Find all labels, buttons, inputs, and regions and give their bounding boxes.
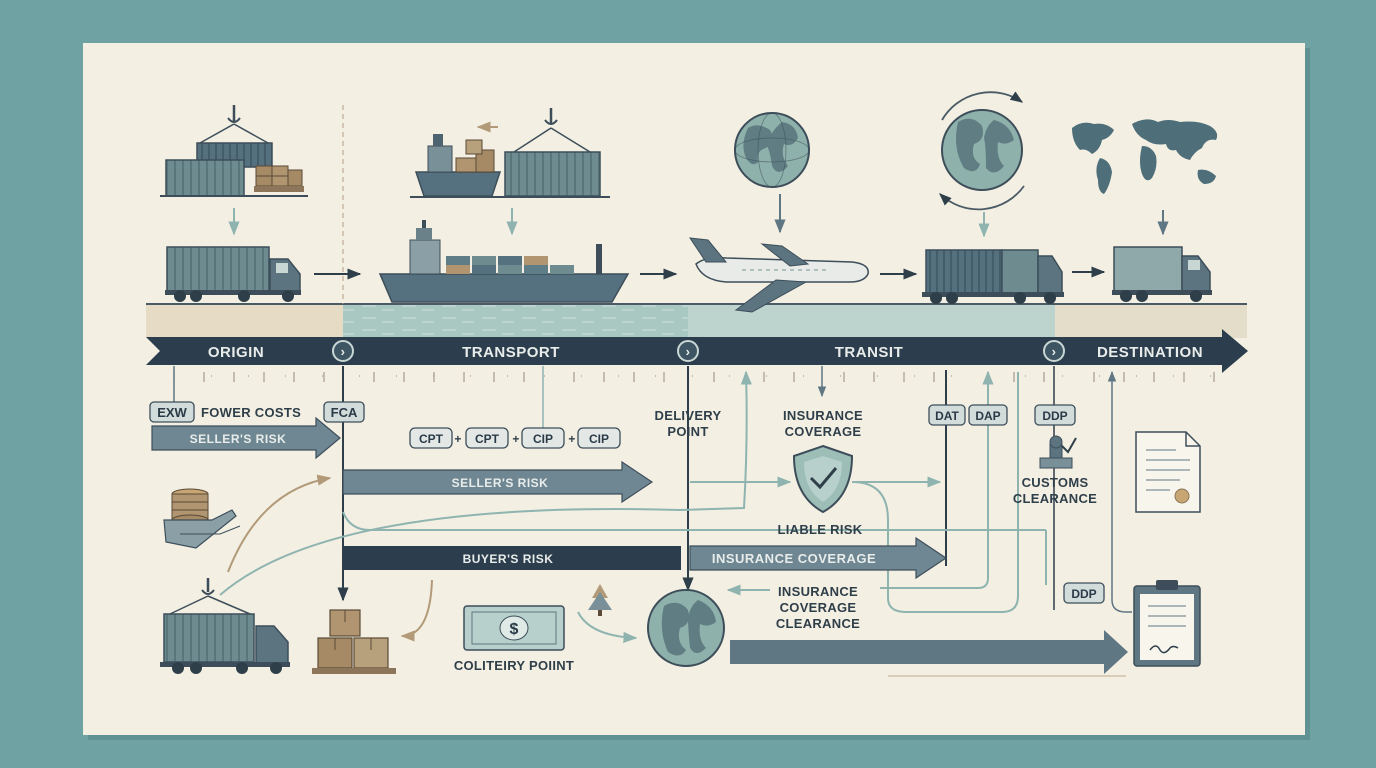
stage-transport: TRANSPORT xyxy=(462,344,560,361)
label-delivery: DELIVERY xyxy=(655,408,722,423)
svg-text:›: › xyxy=(341,344,346,359)
plus-3: + xyxy=(568,432,575,446)
svg-text:DDP: DDP xyxy=(1042,409,1067,423)
curve-boxes-banknote xyxy=(400,579,433,642)
sellers-risk-mid-bar: SELLER'S RISK xyxy=(342,460,654,504)
container-crane-icon xyxy=(160,105,308,197)
plus-2: + xyxy=(512,432,519,446)
plus-1: + xyxy=(454,432,461,446)
final-delivery-bar xyxy=(730,630,1128,674)
svg-text:›: › xyxy=(686,344,691,359)
tree-icon xyxy=(588,584,612,616)
coins-icon xyxy=(163,488,241,549)
svg-text:CIP: CIP xyxy=(589,432,609,446)
badge-dat[interactable]: DAT xyxy=(928,404,966,426)
stamp-icon xyxy=(1039,435,1077,469)
stage-origin: ORIGIN xyxy=(208,344,264,361)
curve-insurance-right xyxy=(851,372,1019,613)
curve-liable xyxy=(342,511,1046,531)
badge-cip-2[interactable]: CIP xyxy=(577,427,621,449)
badge-cip-1[interactable]: CIP xyxy=(521,427,565,449)
freight-truck-icon xyxy=(922,249,1064,304)
airplane-icon xyxy=(688,237,869,313)
stage-destination: DESTINATION xyxy=(1097,344,1203,361)
stage-marker-3: › xyxy=(1043,340,1065,362)
globe-rotation-icon xyxy=(939,91,1025,211)
curve-dest-clipboard xyxy=(1111,599,1132,613)
clipboard-icon xyxy=(1133,580,1201,667)
sellers-risk-left-bar: SELLER'S RISK xyxy=(151,416,341,460)
label-insurance: INSURANCE xyxy=(783,408,863,423)
badge-ddp-bottom[interactable]: DDP xyxy=(1063,582,1105,604)
svg-text:SELLER'S RISK: SELLER'S RISK xyxy=(190,432,287,446)
container-ship-icon xyxy=(378,220,630,303)
curve-dap xyxy=(880,370,994,589)
sea-band xyxy=(343,305,688,338)
origin-ground xyxy=(146,305,343,338)
banknote-icon: $ xyxy=(463,605,565,651)
label-icc-coverage: COVERAGE xyxy=(780,600,857,615)
shield-icon xyxy=(792,444,854,514)
curve-banknote-globe xyxy=(577,611,638,644)
globe-bottom-icon xyxy=(647,589,725,667)
label-point: POINT xyxy=(667,424,708,439)
curve-container-up xyxy=(219,370,752,596)
stage-transit: TRANSIT xyxy=(835,344,904,361)
svg-text:CPT: CPT xyxy=(419,432,444,446)
stage-marker-1: › xyxy=(332,340,354,362)
badge-cpt-1[interactable]: CPT xyxy=(409,427,453,449)
svg-text:EXW: EXW xyxy=(157,405,187,420)
svg-text:CPT: CPT xyxy=(475,432,500,446)
destination-ground xyxy=(1055,305,1247,338)
svg-text:SELLER'S RISK: SELLER'S RISK xyxy=(452,476,549,490)
container-icon xyxy=(160,578,290,674)
badge-ddp-top[interactable]: DDP xyxy=(1034,404,1076,426)
globe-icon xyxy=(734,112,810,188)
badge-exw[interactable]: EXW xyxy=(149,401,195,423)
curve-coins-up xyxy=(227,474,332,573)
label-liable-risk: LIABLE RISK xyxy=(778,522,863,537)
label-fower-costs: FOWER COSTS xyxy=(201,405,301,420)
svg-text:DAP: DAP xyxy=(975,409,1000,423)
badge-cpt-2[interactable]: CPT xyxy=(465,427,509,449)
svg-text:BUYER'S RISK: BUYER'S RISK xyxy=(463,552,554,566)
cargo-ship-icon xyxy=(410,108,610,198)
svg-text:FCA: FCA xyxy=(331,405,358,420)
label-icc-clearance: CLEARANCE xyxy=(776,616,860,631)
svg-text:DDP: DDP xyxy=(1071,587,1096,601)
badge-fca[interactable]: FCA xyxy=(323,401,365,423)
insurance-coverage-bar: INSURANCE COVERAGE xyxy=(689,536,948,580)
svg-text:›: › xyxy=(1052,344,1057,359)
buyers-risk-bar: BUYER'S RISK xyxy=(343,546,681,570)
boxes-icon xyxy=(312,609,396,674)
world-map-icon xyxy=(1072,119,1218,194)
svg-text:CIP: CIP xyxy=(533,432,553,446)
document-icon xyxy=(1135,431,1201,513)
badge-dap[interactable]: DAP xyxy=(968,404,1008,426)
label-coliteiry-point: COLITEIRY POIINT xyxy=(454,658,574,673)
svg-text:DAT: DAT xyxy=(935,409,959,423)
label-clearance: CLEARANCE xyxy=(1013,491,1097,506)
dollar-icon: $ xyxy=(510,621,519,638)
label-icc-insurance: INSURANCE xyxy=(778,584,858,599)
svg-text:INSURANCE COVERAGE: INSURANCE COVERAGE xyxy=(712,551,876,566)
label-customs: CUSTOMS xyxy=(1022,475,1089,490)
delivery-truck-icon xyxy=(1112,246,1212,302)
truck-icon xyxy=(165,246,301,302)
label-coverage: COVERAGE xyxy=(785,424,862,439)
stage-marker-2: › xyxy=(677,340,699,362)
